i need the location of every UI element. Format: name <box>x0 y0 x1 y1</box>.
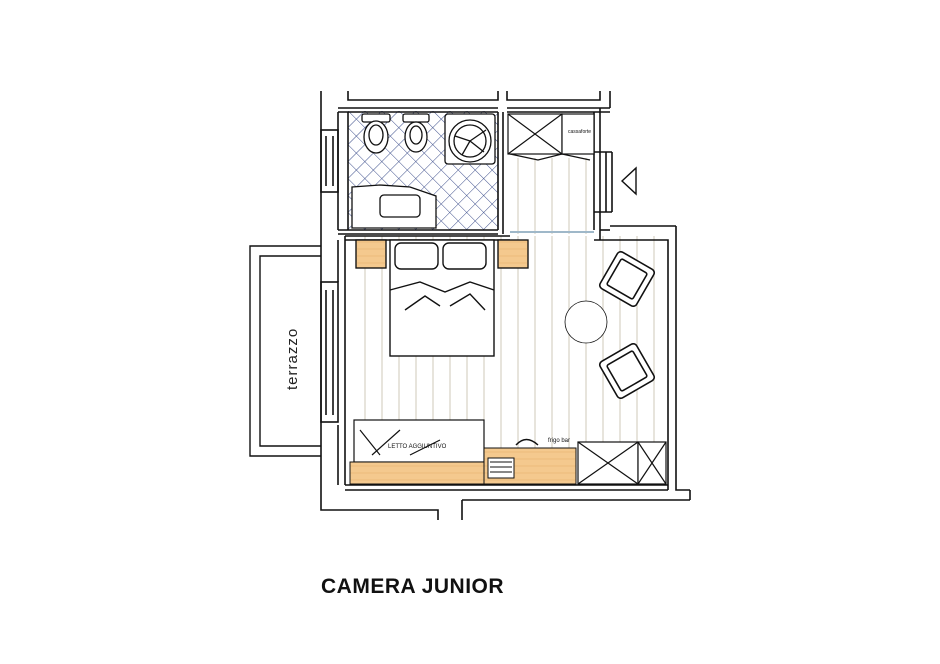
wardrobe <box>507 113 595 161</box>
chair-icon <box>515 438 539 446</box>
wardrobe-room <box>577 441 667 485</box>
counter <box>349 447 577 485</box>
entrance-arrow-icon <box>620 166 637 196</box>
armchair-lower <box>598 342 656 400</box>
extra-bed-label: LETTO AGGIUNTIVO <box>388 444 447 450</box>
armchair-upper <box>598 250 656 308</box>
plan-title: CAMERA JUNIOR <box>321 575 505 598</box>
bedside-tables <box>355 239 529 269</box>
double-bed <box>389 239 495 357</box>
corridor-floor <box>510 158 594 234</box>
minibar-label: frigo bar <box>548 438 570 444</box>
extra-bed <box>353 419 485 463</box>
terrace-label: terrazzo <box>284 328 301 390</box>
round-table <box>564 300 608 344</box>
safe-label: cassaforte <box>568 129 591 135</box>
bathroom-fixtures <box>351 113 496 229</box>
terrace <box>249 245 321 457</box>
